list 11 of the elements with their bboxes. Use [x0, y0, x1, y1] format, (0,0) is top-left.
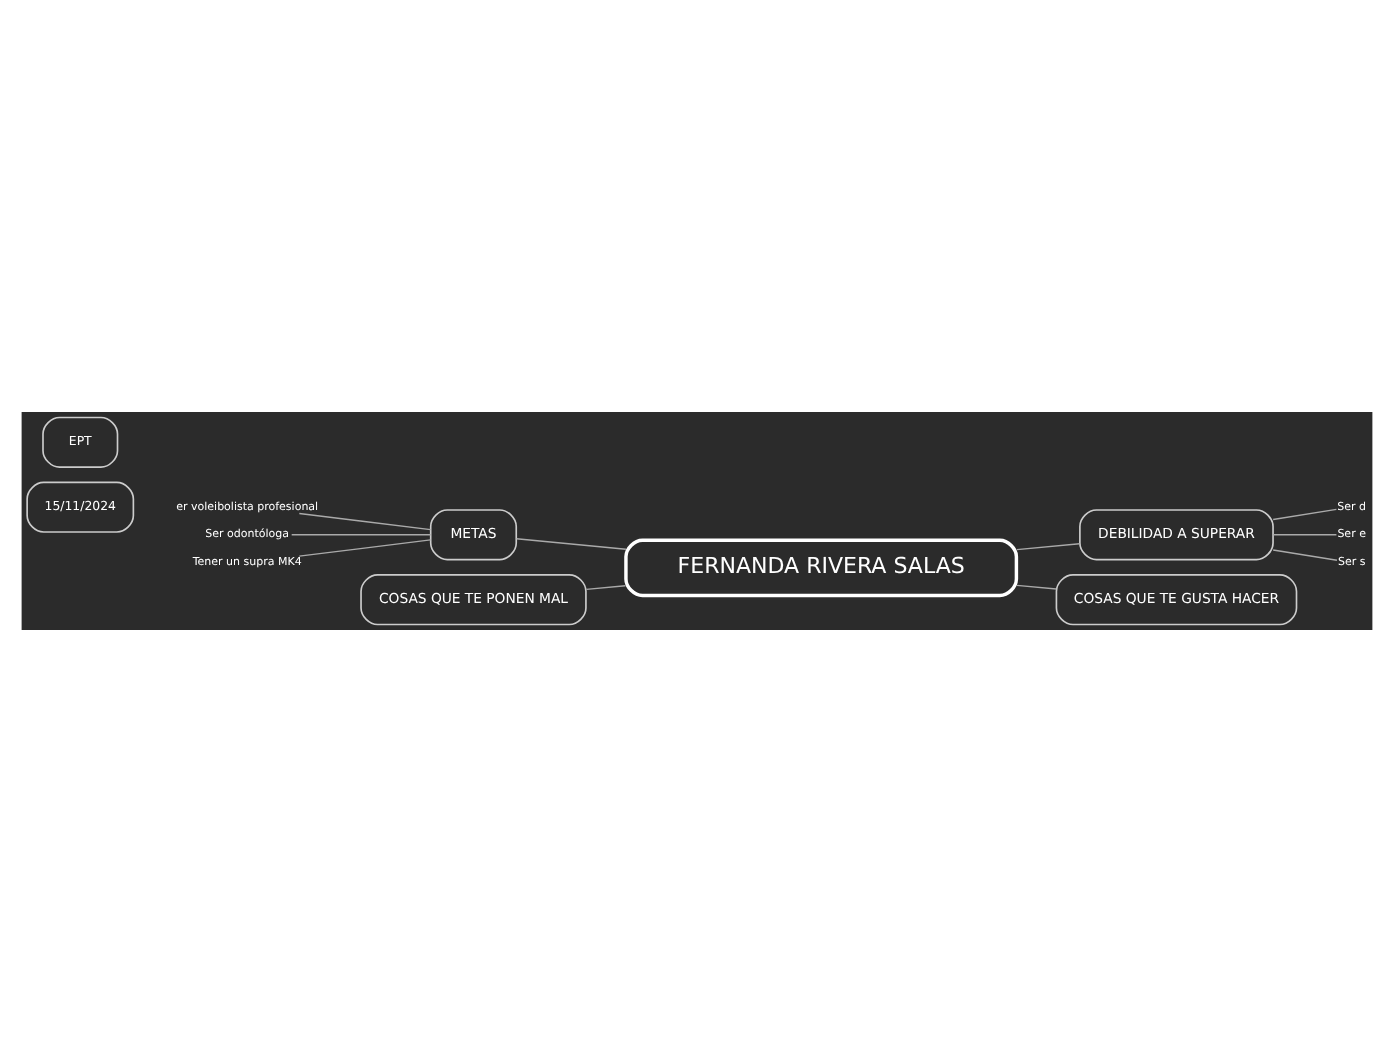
connector [515, 537, 627, 549]
connector [1016, 583, 1058, 589]
connector [291, 533, 432, 535]
connector [298, 538, 432, 556]
node-box: FERNANDA RIVERA SALAS [624, 537, 1019, 597]
connector [1272, 548, 1338, 560]
connector [1016, 542, 1081, 550]
connector [1272, 507, 1338, 520]
connector [585, 584, 627, 590]
connector [1272, 533, 1338, 535]
connector [298, 511, 432, 530]
